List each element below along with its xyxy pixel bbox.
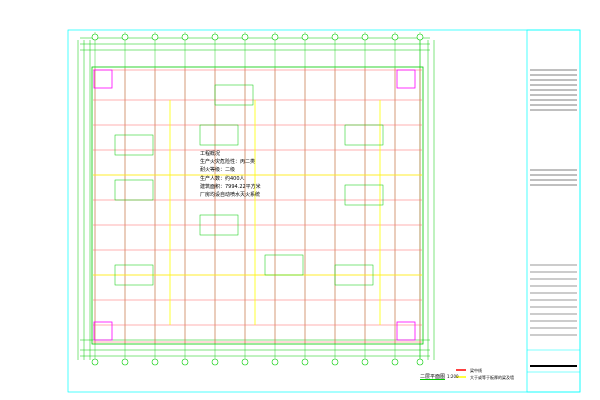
- axis-bubble: [151, 33, 159, 41]
- note-line: 建筑面积：7994.22平方米: [200, 183, 261, 190]
- annotation-box: [334, 264, 374, 286]
- annotation-box: [214, 84, 254, 106]
- legend-red: 梁中线: [470, 368, 482, 373]
- axis-bubble: [416, 33, 424, 41]
- project-notes: 工程概况 生产火灾危险性：丙二类 耐火等级：二级 生产人数：约400人 建筑面积…: [200, 150, 261, 199]
- axis-bubble: [271, 33, 279, 41]
- axis-bubble: [416, 358, 424, 366]
- annotation-box: [114, 264, 154, 286]
- annotation-box: [114, 134, 154, 156]
- axis-bubble: [211, 358, 219, 366]
- annotation-box: [264, 254, 304, 276]
- axis-bubble: [391, 33, 399, 41]
- axis-bubble: [361, 358, 369, 366]
- axis-bubble: [181, 33, 189, 41]
- stair-highlight: [396, 69, 416, 89]
- axis-bubble: [331, 358, 339, 366]
- axis-bubble: [271, 358, 279, 366]
- building-outline: [91, 66, 424, 345]
- axis-bubble: [91, 33, 99, 41]
- note-line: 工程概况: [200, 151, 221, 157]
- axis-bubble: [331, 33, 339, 41]
- axis-bubble: [121, 33, 129, 41]
- annotation-box: [344, 124, 384, 146]
- note-line: 厂房均设自动喷水灭火系统: [200, 192, 261, 199]
- axis-bubble: [91, 358, 99, 366]
- axis-bubble: [181, 358, 189, 366]
- stair-highlight: [396, 321, 416, 341]
- axis-bubble: [361, 33, 369, 41]
- annotation-box: [344, 184, 384, 206]
- legend-yellow: 大于或等于板厚的梁及墙: [470, 375, 514, 380]
- note-line: 耐火等级：二级: [200, 167, 236, 174]
- annotation-box: [114, 179, 154, 201]
- title-block: [526, 29, 581, 393]
- axis-bubble: [241, 33, 249, 41]
- stair-highlight: [93, 69, 113, 89]
- annotation-box: [199, 124, 239, 146]
- annotation-box: [199, 214, 239, 236]
- plan-title: 二层平面图: [420, 374, 446, 380]
- stair-highlight: [93, 321, 113, 341]
- note-line: 生产人数：约400人: [200, 175, 245, 182]
- title-bar: [530, 365, 577, 367]
- axis-bubble: [241, 358, 249, 366]
- plan-scale: 1:200: [447, 374, 459, 379]
- note-line: 生产火灾危险性：丙二类: [200, 159, 256, 166]
- axis-bubble: [391, 358, 399, 366]
- axis-bubble: [301, 33, 309, 41]
- axis-bubble: [211, 33, 219, 41]
- drawing-frame: [67, 29, 581, 393]
- axis-bubble: [301, 358, 309, 366]
- axis-bubble: [151, 358, 159, 366]
- axis-bubble: [121, 358, 129, 366]
